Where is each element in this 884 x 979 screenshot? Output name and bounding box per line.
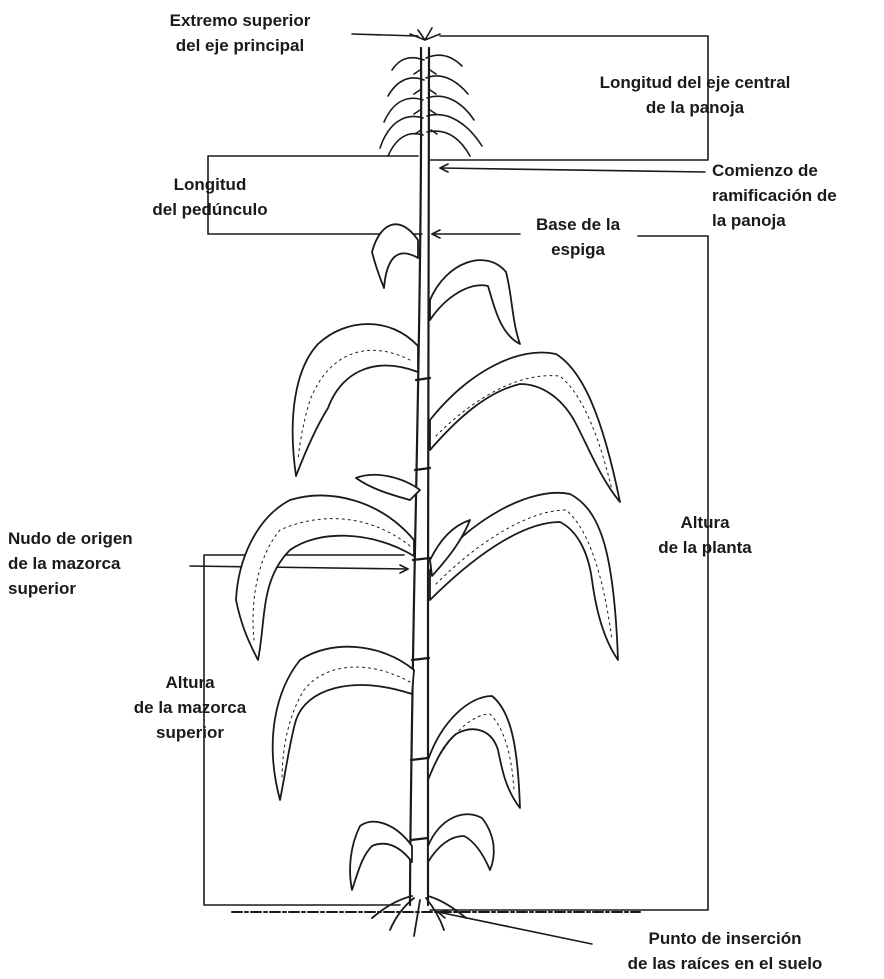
tassel (380, 28, 482, 156)
spike-base-label: Base de la espiga (520, 212, 636, 262)
leaf-7 (430, 493, 618, 660)
plant-height-bracket (430, 236, 708, 910)
tassel-branch-start-line-3: la panoja (712, 208, 884, 233)
leaf-12 (428, 814, 494, 870)
leaf-2 (430, 260, 520, 344)
peduncle-length-line-2: del pedúnculo (110, 197, 310, 222)
top-tip-label: Extremo superior del eje principal (140, 8, 340, 58)
leaf-3 (293, 324, 418, 476)
peduncle-length-label: Longitud del pedúnculo (110, 172, 310, 222)
tassel-axis-length-label: Longitud del eje central de la panoja (560, 70, 830, 120)
upper-ear-height-label: Altura de la mazorca superior (100, 670, 280, 745)
upper-ear-node-label: Nudo de origen de la mazorca superior (8, 526, 198, 601)
upper-ear-height-line-3: superior (100, 720, 280, 745)
root-insertion-point-label: Punto de inserción de las raíces en el s… (580, 926, 870, 976)
leaf-4 (430, 352, 620, 502)
leaf-11 (350, 822, 412, 890)
spike-base-line-2: espiga (520, 237, 636, 262)
tassel-axis-length-line-2: de la panoja (560, 95, 830, 120)
plant-height-line-2: de la planta (620, 535, 790, 560)
top-tip-label-line-1: Extremo superior (140, 8, 340, 33)
root-insertion-line-1: Punto de inserción (580, 926, 870, 951)
branch-start-arrow (440, 168, 705, 172)
upper-ear-node-line-1: Nudo de origen (8, 526, 198, 551)
tassel-branch-start-label: Comienzo de ramificación de la panoja (712, 158, 884, 233)
root-insertion-line-2: de las raíces en el suelo (580, 951, 870, 976)
upper-ear-height-line-2: de la mazorca (100, 695, 280, 720)
tassel-branch-start-line-1: Comienzo de (712, 158, 884, 183)
leaf-1 (372, 224, 418, 288)
plant-height-line-1: Altura (620, 510, 790, 535)
measurement-lines (190, 34, 708, 944)
upper-ear-height-line-1: Altura (100, 670, 280, 695)
upper-ear-node-arrow (190, 566, 408, 569)
leaf-6 (356, 475, 420, 500)
plant-stalk (410, 48, 430, 905)
root-insertion-arrow (438, 912, 592, 944)
roots (372, 896, 466, 936)
top-tip-pointer (352, 34, 418, 36)
plant-height-label: Altura de la planta (620, 510, 790, 560)
top-tip-label-line-2: del eje principal (140, 33, 340, 58)
tassel-branch-start-line-2: ramificación de (712, 183, 884, 208)
upper-ear-node-line-2: de la mazorca (8, 551, 198, 576)
leaf-5 (236, 496, 414, 660)
upper-ear-node-line-3: superior (8, 576, 198, 601)
leaf-9 (273, 647, 414, 800)
spike-base-line-1: Base de la (520, 212, 636, 237)
tassel-axis-length-line-1: Longitud del eje central (560, 70, 830, 95)
peduncle-length-line-1: Longitud (110, 172, 310, 197)
